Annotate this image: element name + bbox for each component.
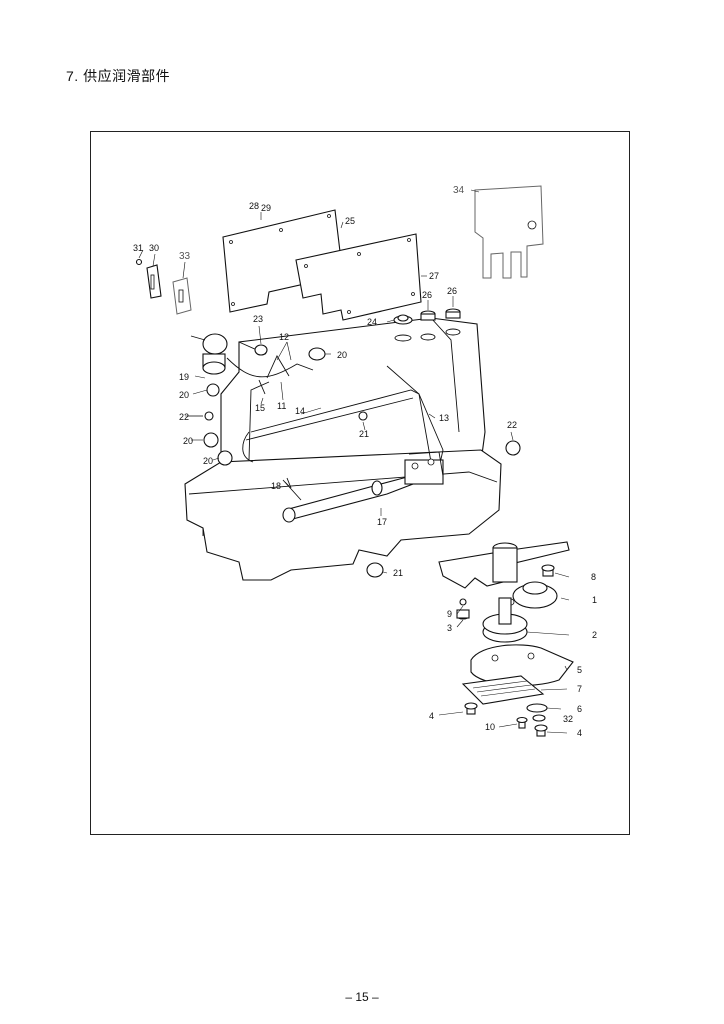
callout-24: 24: [367, 317, 377, 327]
plate-30: [146, 264, 162, 299]
screw-31: [135, 258, 143, 266]
callout-33: 33: [179, 251, 191, 262]
oil-pipe-12: [266, 355, 290, 379]
plug-20-c: [217, 450, 233, 466]
plug-22-left: [204, 411, 214, 421]
callout-20-c: 20: [203, 456, 213, 466]
oil-plate-5: [470, 644, 574, 687]
shaft-17: [282, 475, 414, 523]
callout-13: 13: [439, 413, 449, 423]
callout-14: 14: [295, 406, 305, 416]
callout-32: 32: [563, 714, 573, 724]
callout-5: 5: [577, 665, 582, 675]
oil-pump-assembly: [404, 451, 444, 485]
callout-20-b: 20: [183, 436, 193, 446]
oil-tube-15: [242, 431, 254, 463]
oil-tube-13b: [386, 365, 444, 469]
plug-20-b: [203, 432, 219, 448]
filter-7: [461, 675, 545, 705]
callout-2: 2: [592, 630, 597, 640]
callout-29: 29: [261, 203, 271, 213]
pump-gear-2: [482, 597, 528, 643]
oil-plate-33: [172, 277, 192, 315]
callout-26a: 26: [422, 290, 432, 300]
bracket-34: [474, 185, 544, 279]
callout-3: 3: [447, 623, 452, 633]
oil-pipe-11b: [258, 379, 266, 395]
callout-27: 27: [429, 271, 439, 281]
callout-20-top: 20: [337, 350, 347, 360]
wick-18b: [286, 477, 292, 489]
callout-10: 10: [485, 722, 495, 732]
callout-22-left: 22: [179, 412, 189, 422]
screw-8: [541, 564, 555, 577]
pump-bracket-1: [438, 541, 570, 609]
callout-18: 18: [271, 481, 281, 491]
callout-15: 15: [255, 403, 265, 413]
callouts: 1 2 3 4 4 5 6 7 8 9 10 11 12 13 14 15 17…: [133, 185, 597, 738]
section-title: 7. 供应润滑部件: [66, 68, 171, 84]
callout-23: 23: [253, 314, 263, 324]
callout-7: 7: [577, 684, 582, 694]
callout-4b: 4: [577, 728, 582, 738]
plug-21-bottom: [366, 562, 384, 578]
callout-4a: 4: [429, 711, 434, 721]
callout-21-bottom: 21: [393, 568, 403, 578]
washer-6: [526, 703, 548, 713]
callout-17: 17: [377, 517, 387, 527]
screw-4-right: [534, 724, 548, 737]
callout-25: 25: [345, 216, 355, 226]
plug-22-right: [505, 440, 521, 456]
pin-9: [459, 598, 467, 606]
callout-9: 9: [447, 609, 452, 619]
callout-31: 31: [133, 243, 143, 253]
screw-4-left: [464, 702, 478, 715]
washer-32: [532, 714, 546, 722]
exploded-view-drawing: 1 2 3 4 4 5 6 7 8 9 10 11 12 13 14 15 17…: [133, 185, 597, 738]
callout-20-a: 20: [179, 390, 189, 400]
oil-cap-26b: [445, 308, 461, 336]
callout-11: 11: [277, 401, 286, 411]
screw-10: [516, 716, 528, 729]
oil-pipe-11: [226, 357, 314, 378]
callout-22-right: 22: [507, 420, 517, 430]
page-number: – 15 –: [345, 990, 379, 1004]
callout-28: 28: [249, 201, 259, 211]
gear-3: [456, 609, 470, 620]
callout-21-mid: 21: [359, 429, 369, 439]
callout-19: 19: [179, 372, 189, 382]
cover-plate-27: [295, 233, 422, 321]
plug-21-mid: [358, 411, 368, 421]
plug-20-a: [206, 383, 220, 397]
oil-cap-26a: [420, 310, 436, 341]
oil-tank-19: [190, 333, 228, 375]
callout-12: 12: [279, 332, 289, 342]
callout-6: 6: [577, 704, 582, 714]
callout-34: 34: [453, 185, 465, 196]
plug-20-top: [308, 347, 326, 361]
oil-tube-13: [250, 389, 432, 463]
leader-lines: [138, 189, 570, 734]
callout-8: 8: [591, 572, 596, 582]
oil-tube-14: [245, 397, 414, 441]
callout-1: 1: [592, 595, 597, 605]
callout-30: 30: [149, 243, 159, 253]
parts-diagram: 1 2 3 4 4 5 6 7 8 9 10 11 12 13 14 15 17…: [90, 131, 630, 835]
callout-26b: 26: [447, 286, 457, 296]
plug-23: [254, 344, 268, 356]
